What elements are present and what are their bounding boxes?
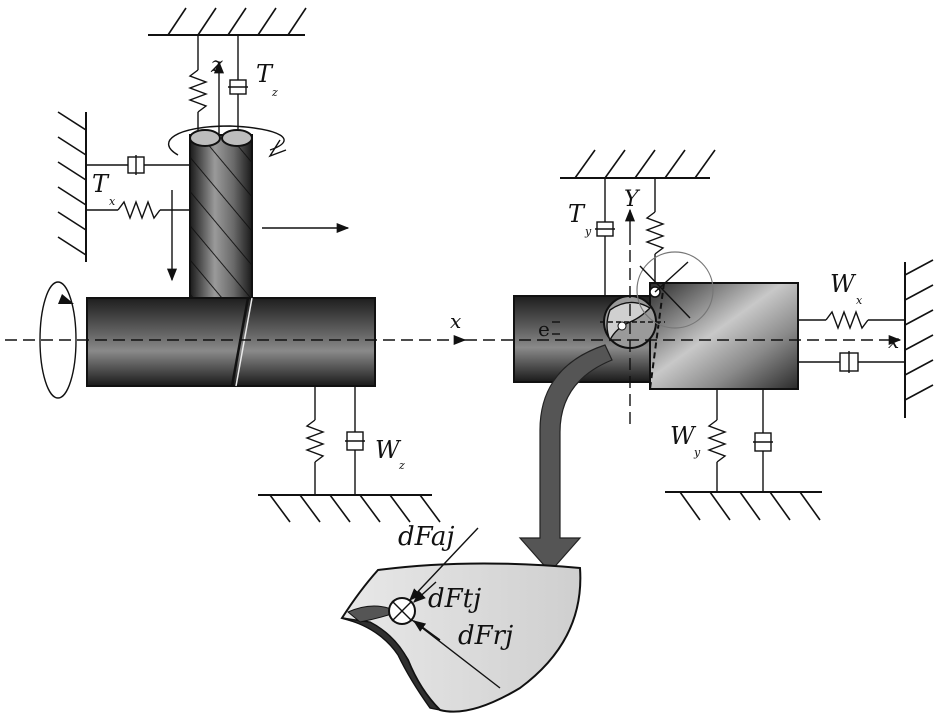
right-damper-x <box>798 351 905 373</box>
left-workpiece-rotation <box>39 281 77 399</box>
right-wall <box>904 259 934 418</box>
left-workpiece <box>86 297 376 387</box>
right-spring-y-bottom <box>707 389 727 492</box>
left-tx-subscript: x <box>109 195 116 208</box>
force-aj-arrow <box>409 527 479 601</box>
force-tj-arrow <box>413 581 437 603</box>
right-damper-y <box>595 178 615 296</box>
force-rj-arrow <box>411 619 501 689</box>
right-bottom-ground <box>665 491 822 521</box>
right-wx-label: W <box>830 270 857 298</box>
right-ty-subscript: y <box>584 225 592 238</box>
right-spring-x <box>798 310 905 330</box>
left-x-label: x <box>450 309 461 333</box>
left-spring-x <box>86 200 190 220</box>
left-wall <box>57 111 87 262</box>
left-wz-subscript: z <box>398 459 405 472</box>
right-y-label: Y <box>624 187 641 212</box>
left-tool-rotation-head <box>268 139 287 158</box>
right-ty-label: T <box>568 200 586 228</box>
left-workpiece-rotation-head <box>58 294 74 304</box>
right-spring-y-top <box>645 178 665 282</box>
left-top-ground <box>148 7 307 36</box>
right-damper-y-bottom <box>753 389 773 492</box>
cutter-detail-view: dFaj dFtj dFrj <box>340 522 582 713</box>
right-wx-subscript: x <box>856 294 863 307</box>
left-tz-label: T <box>256 60 274 88</box>
left-spring-bottom <box>305 386 325 495</box>
left-wz-label: W <box>375 436 402 464</box>
left-damper-bottom <box>345 386 365 495</box>
left-assembly: z T z T x <box>5 7 467 523</box>
force-rj-head <box>412 620 441 641</box>
left-tz-subscript: z <box>271 86 278 99</box>
right-e-label: e <box>538 317 550 341</box>
force-aj-label: dFaj <box>398 522 454 552</box>
right-assembly: T y Y e <box>465 149 934 521</box>
left-z-label: z <box>210 53 223 78</box>
left-damper-z <box>228 35 248 130</box>
left-damper-x <box>86 155 190 175</box>
right-x-label: x <box>888 329 899 353</box>
right-top-ground <box>560 149 716 179</box>
left-tool-rotation-arrow <box>167 125 285 156</box>
left-spring-z <box>188 35 208 130</box>
force-tj-label: dFtj <box>428 584 481 614</box>
left-milling-tool <box>189 129 253 301</box>
right-wy-subscript: y <box>693 446 701 459</box>
right-wy-label: W <box>670 422 697 450</box>
left-bottom-ground <box>258 494 441 523</box>
right-workpiece <box>513 282 799 390</box>
left-tx-label: T <box>92 170 110 198</box>
force-rj-label: dFrj <box>458 621 513 651</box>
